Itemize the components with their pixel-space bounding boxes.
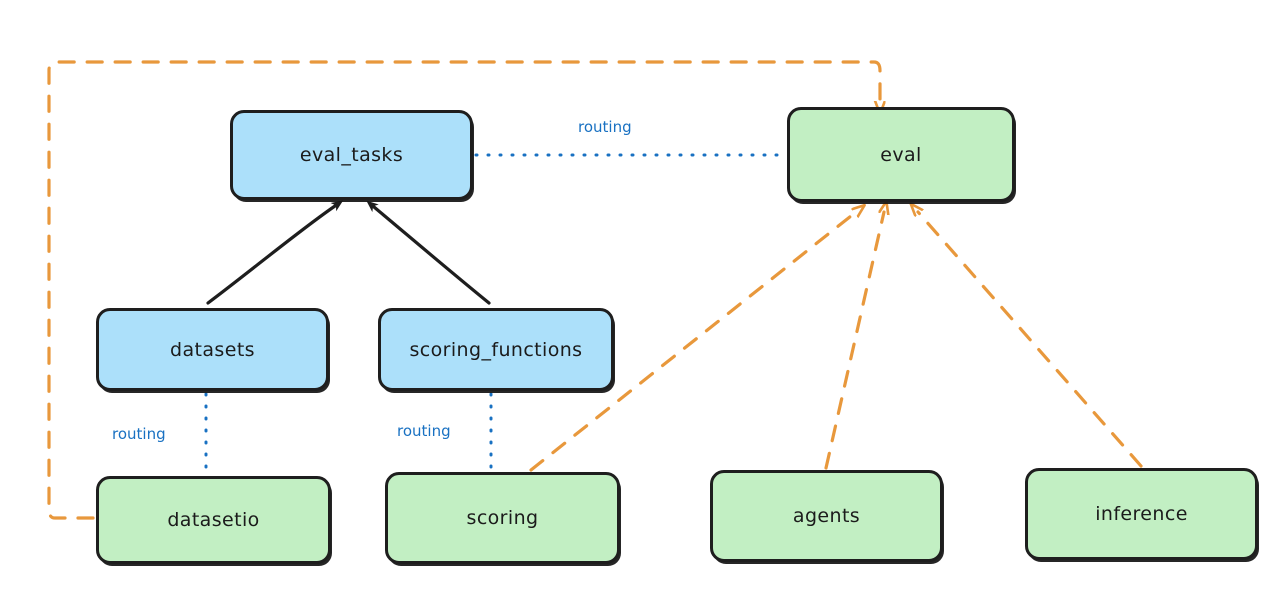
node-label-inference: inference [1095, 503, 1188, 525]
node-datasets[interactable]: datasets [96, 308, 329, 391]
node-label-agents: agents [792, 505, 861, 527]
node-eval[interactable]: eval [787, 107, 1015, 202]
edge-datasets-to-eval-tasks [206, 200, 344, 305]
node-label-datasets: datasets [170, 338, 255, 361]
edge-agents-to-eval [824, 212, 884, 470]
node-label-eval: eval [880, 143, 922, 166]
edge-scoring-functions-to-eval-tasks [366, 200, 491, 305]
edge-datasetio-to-eval [47, 60, 880, 520]
node-label-scoring: scoring [466, 507, 539, 529]
node-inference[interactable]: inference [1025, 468, 1258, 560]
node-datasetio[interactable]: datasetio [96, 476, 331, 564]
edge-label-routing-datasets: routing [112, 425, 166, 443]
node-label-datasetio: datasetio [167, 509, 260, 531]
edge-inference-to-eval [918, 212, 1143, 468]
node-label-eval-tasks: eval_tasks [299, 144, 404, 166]
edge-label-routing-top: routing [578, 118, 632, 136]
edge-scoring-to-eval [529, 212, 856, 472]
node-scoring[interactable]: scoring [385, 472, 620, 564]
node-scoring-functions[interactable]: scoring_functions [378, 308, 614, 391]
node-eval-tasks[interactable]: eval_tasks [230, 110, 473, 200]
node-agents[interactable]: agents [710, 470, 943, 562]
node-label-scoring-functions: scoring_functions [409, 338, 583, 361]
edge-label-routing-scoring-functions: routing [397, 422, 451, 440]
